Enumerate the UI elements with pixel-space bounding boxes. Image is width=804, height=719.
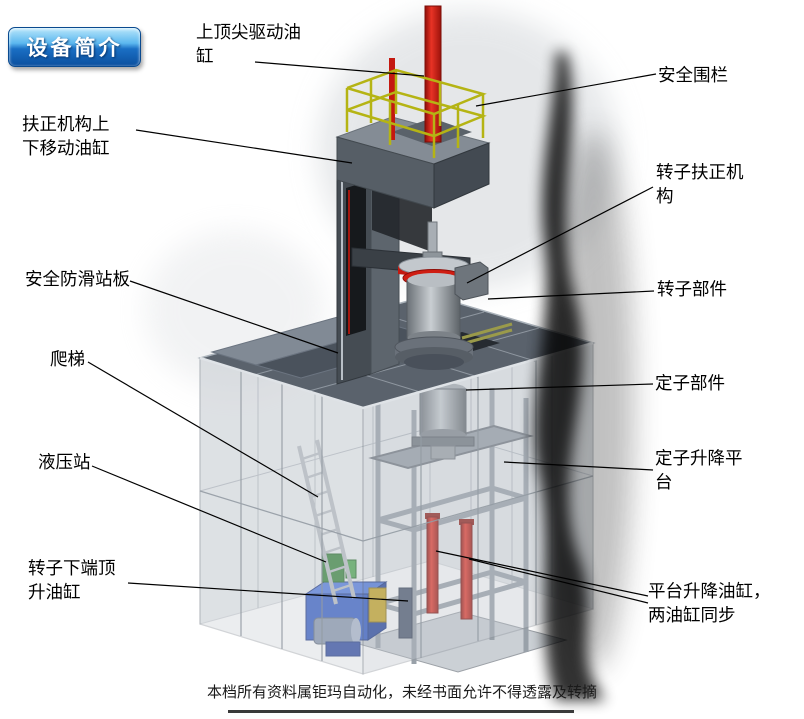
rotor-body: [406, 279, 461, 339]
callout-stator-lift-platform: 定子升降平 台: [655, 448, 743, 492]
leader-ladder: [87, 361, 319, 498]
callout-stator-component: 定子部件: [655, 373, 725, 393]
rotor-assembly: [351, 221, 489, 370]
callout-rotor-component: 转子部件: [657, 279, 727, 299]
guide-rail: [461, 322, 513, 346]
leader-safety-fence: [475, 73, 657, 107]
platform-lift-rods: [425, 513, 474, 620]
callout-hydraulic-station: 液压站: [38, 452, 91, 472]
callout-top-tip-drive-cylinder: 上顶尖驱动油 缸: [196, 22, 301, 66]
leader-rotor-bottom-jack: [127, 582, 409, 602]
ladder: [297, 439, 356, 605]
stator-assembly: [411, 383, 475, 460]
leader-stator-component: [465, 383, 654, 391]
leader-centering-updown-cylinder: [135, 129, 353, 164]
equipment-intro-badge: 设备简介: [8, 27, 141, 67]
safety-railing: [345, 68, 487, 158]
frame-throat: [372, 182, 432, 252]
leader-platform-lift-1: [435, 550, 649, 597]
press-column: [335, 116, 491, 385]
top-drive-cylinder-rods: [389, 5, 442, 143]
leader-platform-lift-2: [468, 558, 649, 604]
callout-ladder: 爬梯: [50, 349, 85, 369]
leader-hydraulic-station: [91, 465, 327, 563]
rotor-shaft: [427, 221, 438, 257]
leader-stator-lift-platform: [503, 461, 654, 471]
leader-lines: [87, 61, 657, 604]
leader-rotor-component: [487, 290, 655, 300]
callout-rotor-centering-mechanism: 转子扶正机 构: [656, 162, 744, 206]
leader-top-tip-drive-cylinder: [254, 61, 425, 77]
callout-safety-fence: 安全围栏: [658, 65, 728, 85]
callout-platform-lift-cylinders: 平台升降油缸， 两油缸同步: [648, 581, 771, 625]
hydraulic-station: [304, 581, 388, 657]
callout-centering-updown-cylinder: 扶正机构上 下移动油缸: [22, 114, 110, 158]
confidentiality-watermark: 本档所有资料属钜玛自动化，未经书面允许不得透露及转摘: [206, 685, 597, 701]
pit-interior: [297, 383, 568, 673]
callout-antislip-platform: 安全防滑站板: [25, 269, 130, 289]
leader-antislip-platform: [129, 280, 339, 354]
smoke-shadow: [534, 52, 634, 700]
slide-bottom-rule: [228, 710, 574, 713]
leader-rotor-centering-mechanism: [466, 186, 654, 284]
callout-rotor-bottom-jack-cylinder: 转子下端顶 升油缸: [28, 558, 116, 602]
